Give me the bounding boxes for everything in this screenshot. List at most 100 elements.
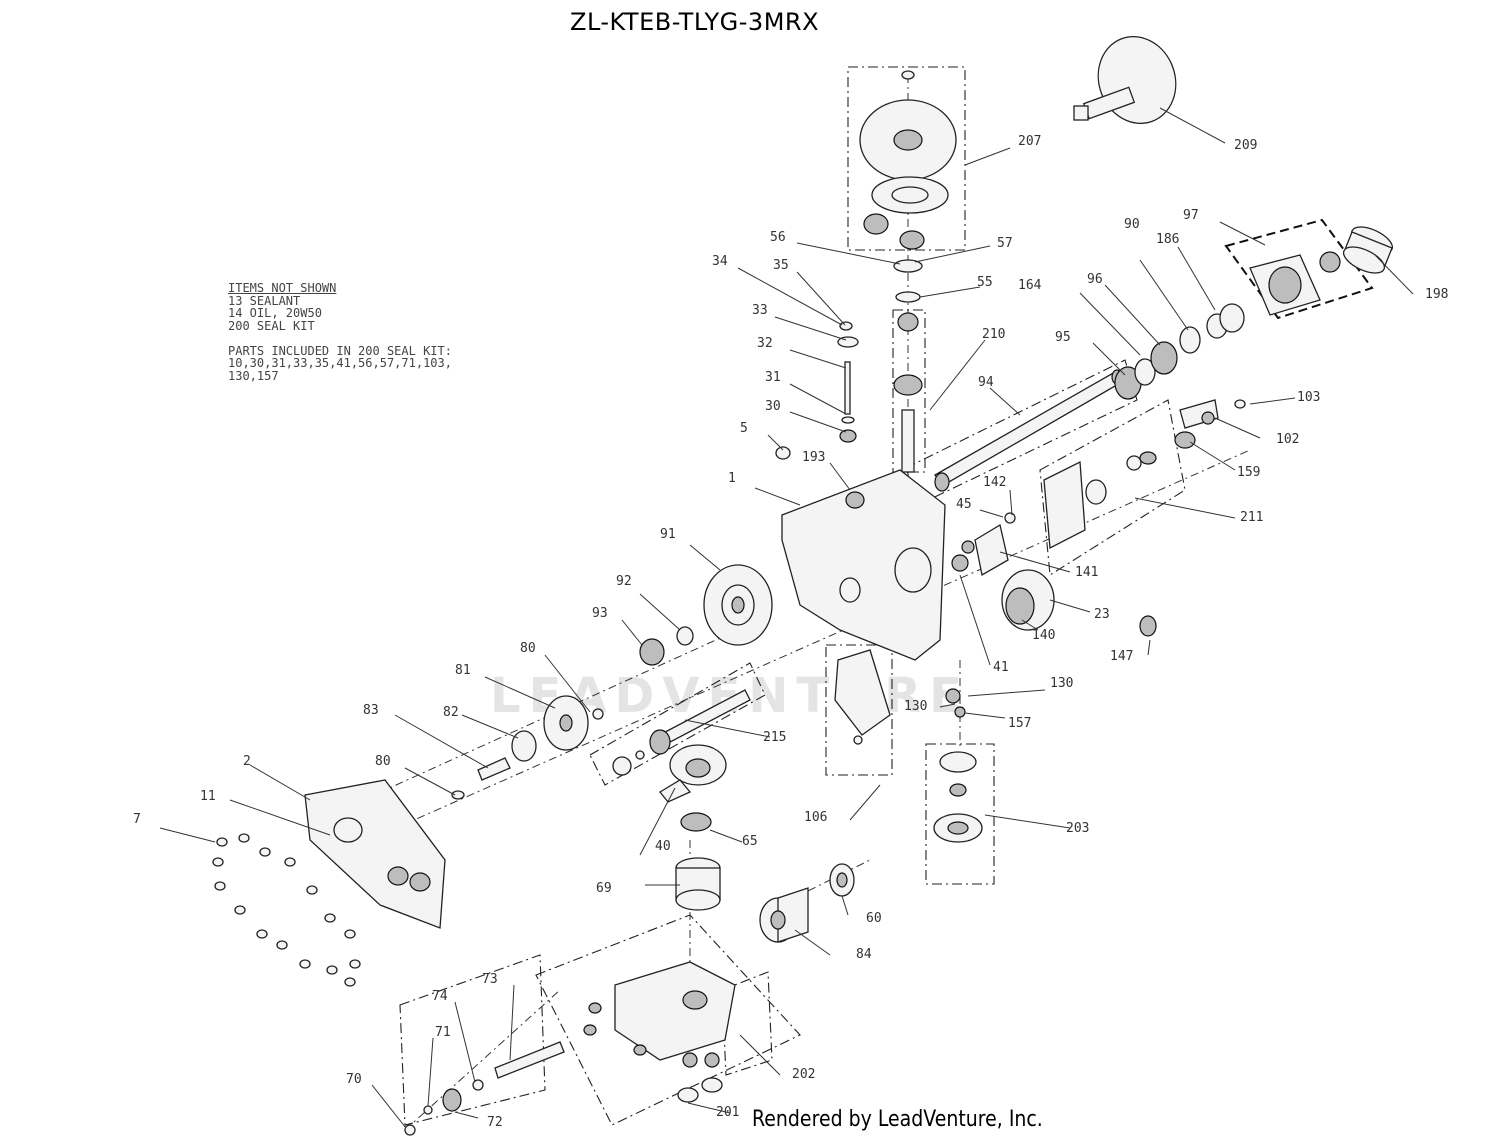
- callout-142: 142: [983, 475, 1006, 490]
- callout-103: 103: [1297, 390, 1320, 405]
- pin-83: [477, 757, 511, 781]
- callout-211: 211: [1240, 510, 1263, 525]
- seal-kit-header: PARTS INCLUDED IN 200 SEAL KIT:: [228, 343, 452, 358]
- callout-130b: 130: [904, 699, 927, 714]
- callout-55: 55: [977, 275, 993, 290]
- callout-labels: 209 207 56 57 55 34 35 33 32 31 30 210 9…: [133, 134, 1448, 1130]
- callout-56: 56: [770, 230, 786, 245]
- pump-shaft-box: [399, 954, 546, 1126]
- callout-2: 2: [243, 754, 251, 769]
- callout-73: 73: [482, 972, 498, 987]
- note-item: 14 OIL, 20W50: [228, 306, 322, 320]
- callout-159: 159: [1237, 465, 1260, 480]
- callout-34: 34: [712, 254, 728, 269]
- callout-157: 157: [1008, 716, 1031, 731]
- callout-69: 69: [596, 881, 612, 896]
- fan-207: [859, 70, 957, 250]
- washer-56: [893, 259, 923, 273]
- callout-106: 106: [804, 810, 827, 825]
- callout-97: 97: [1183, 208, 1199, 223]
- gear-82: [511, 730, 537, 762]
- callout-11: 11: [200, 789, 216, 804]
- motor-84: [759, 887, 809, 943]
- callout-71: 71: [435, 1025, 451, 1040]
- ring-90: [1179, 326, 1201, 354]
- fan-assembly-box: [847, 66, 966, 251]
- callout-84: 84: [856, 947, 872, 962]
- callout-198: 198: [1425, 287, 1448, 302]
- footer-credit: Rendered by LeadVenture, Inc.: [752, 1107, 1043, 1132]
- gear-81: [543, 695, 589, 751]
- kit-202-box: [721, 971, 773, 1076]
- callout-83: 83: [363, 703, 379, 718]
- seal-60: [829, 863, 855, 897]
- parts-30-35: [837, 321, 859, 443]
- callout-92: 92: [616, 574, 632, 589]
- callout-65: 65: [742, 834, 758, 849]
- callout-202: 202: [792, 1067, 815, 1082]
- cylinder-69: [675, 857, 721, 911]
- parts-23-45-140-141: [951, 512, 1055, 631]
- callout-147: 147: [1110, 649, 1133, 664]
- callout-141: 141: [1075, 565, 1098, 580]
- gear-91: [703, 564, 773, 646]
- washer-80a: [592, 708, 604, 720]
- shaft-215-box: [589, 662, 766, 786]
- callout-201: 201: [716, 1105, 739, 1120]
- callout-93: 93: [592, 606, 608, 621]
- washer-92: [676, 626, 694, 646]
- bearing-shaft: [893, 374, 923, 396]
- cover-106: [834, 649, 966, 745]
- callout-7: 7: [133, 812, 141, 827]
- callout-40: 40: [655, 839, 671, 854]
- hub-97: [1249, 251, 1341, 316]
- center-section-box: [535, 914, 801, 1126]
- axle-94: [934, 369, 1123, 492]
- notes-block: ITEMS NOT SHOWN 13 SEALANT 14 OIL, 20W50…: [228, 282, 452, 382]
- seal-kit-line: 130,157: [228, 368, 279, 383]
- cover-assembly-box: [825, 644, 893, 776]
- callout-215: 215: [763, 730, 786, 745]
- seal-kit-line: 10,30,31,33,35,41,56,57,71,103,: [228, 356, 452, 370]
- callout-60: 60: [866, 911, 882, 926]
- side-cover-2: [304, 779, 446, 929]
- note-item: 13 SEALANT: [228, 293, 301, 308]
- shaft-215: [612, 689, 751, 776]
- callout-90: 90: [1124, 217, 1140, 232]
- diagram-title: ZL-KTEB-TLYG-3MRX: [570, 8, 820, 36]
- callout-30: 30: [765, 399, 781, 414]
- callout-193: 193: [802, 450, 825, 465]
- pump-shaft-73: [404, 1041, 565, 1136]
- input-shaft: [901, 409, 915, 473]
- callout-164: 164: [1018, 278, 1042, 293]
- bolts-7: [212, 833, 361, 987]
- callout-186: 186: [1156, 232, 1179, 247]
- callout-45: 45: [956, 497, 972, 512]
- axle-axis-line: [334, 449, 1251, 856]
- center-section-201: [583, 961, 736, 1103]
- callout-74: 74: [432, 989, 448, 1004]
- note-item: 200 SEAL KIT: [228, 318, 315, 333]
- callout-80: 80: [520, 641, 536, 656]
- callout-96: 96: [1087, 272, 1103, 287]
- callout-70: 70: [346, 1072, 362, 1087]
- bearing-96: [1150, 341, 1178, 375]
- leader-lines: [159, 107, 1414, 1129]
- callout-1: 1: [728, 471, 736, 486]
- callout-130: 130: [1050, 676, 1073, 691]
- callout-80b: 80: [375, 754, 391, 769]
- seal-65: [680, 812, 712, 832]
- callout-72: 72: [487, 1115, 503, 1130]
- items-not-shown-header: ITEMS NOT SHOWN: [228, 281, 337, 295]
- callout-95: 95: [1055, 330, 1071, 345]
- housing-40: [659, 744, 727, 803]
- callout-81: 81: [455, 663, 471, 678]
- callout-91: 91: [660, 527, 676, 542]
- seal-186: [1219, 303, 1245, 333]
- bearing-93: [639, 638, 665, 666]
- main-housing-1: [775, 446, 946, 661]
- callout-32: 32: [757, 336, 773, 351]
- callout-209: 209: [1234, 138, 1257, 153]
- valve-203: [933, 751, 983, 843]
